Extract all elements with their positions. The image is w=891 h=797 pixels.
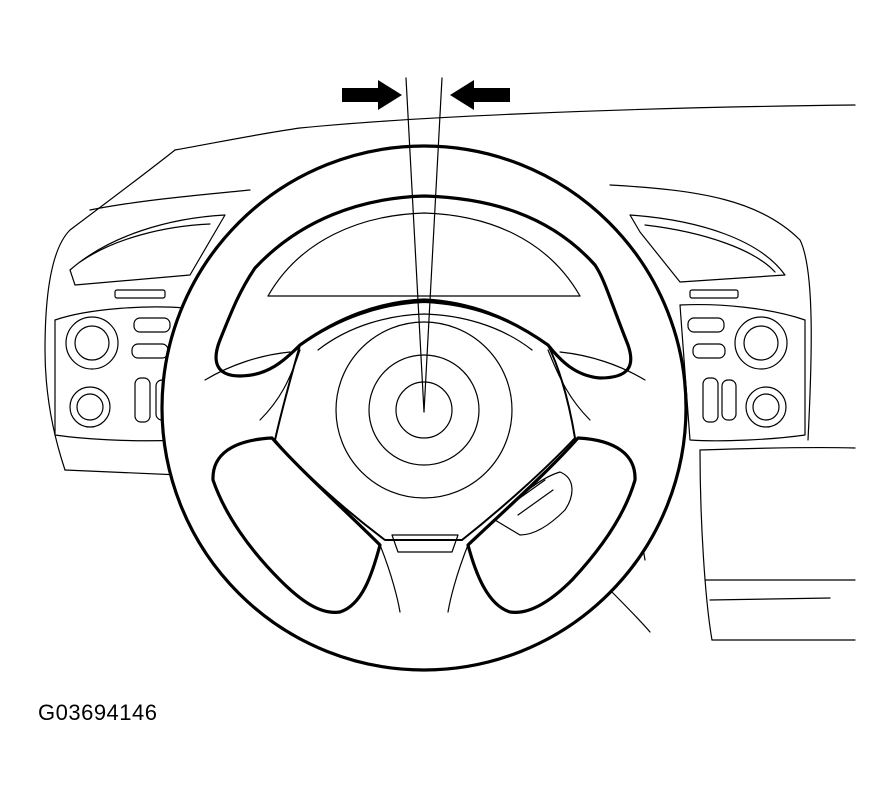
alignment-marks	[342, 77, 510, 413]
arrow-left-icon	[450, 80, 510, 110]
figure-id-label: G03694146	[38, 700, 158, 725]
arrow-right-icon	[342, 80, 402, 110]
